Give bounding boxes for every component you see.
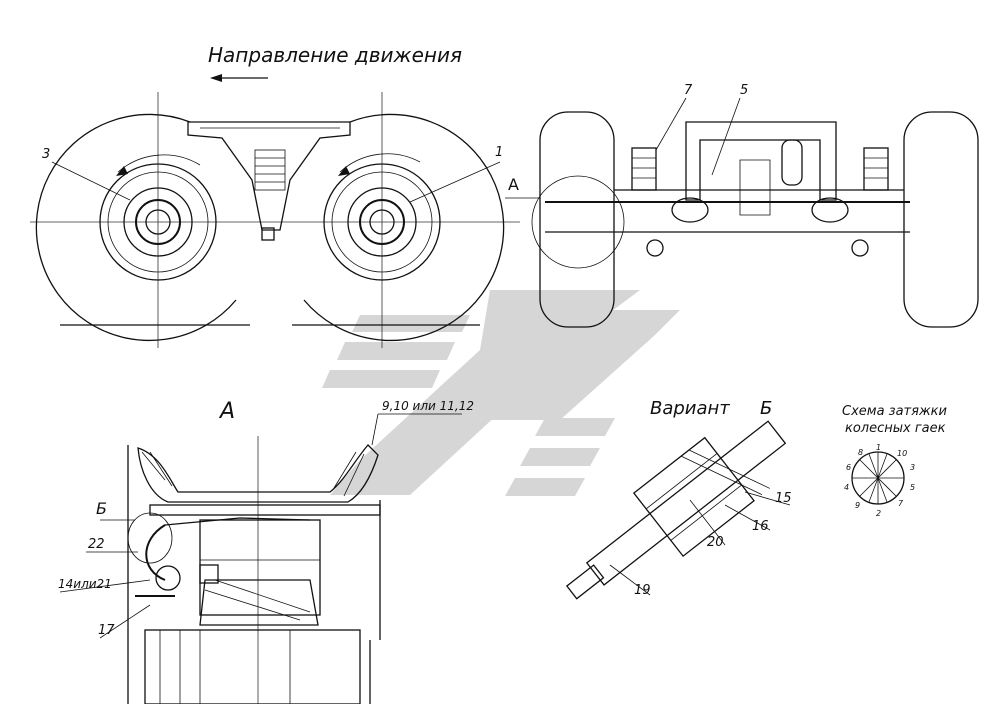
svg-text:20: 20 — [707, 535, 724, 550]
callout-22: 22 — [86, 537, 138, 553]
svg-text:Б: Б — [96, 499, 107, 518]
callout-5: 5 — [711, 83, 748, 176]
svg-text:колесных гаек: колесных гаек — [845, 421, 946, 436]
callout-20: 20 — [689, 499, 726, 550]
tightening-scheme: Схема затяжки колесных гаек 1 10 3 5 7 2… — [842, 404, 947, 518]
variant-title: Вариант — [650, 398, 730, 419]
svg-text:22: 22 — [88, 537, 105, 552]
svg-text:3: 3 — [910, 463, 915, 472]
svg-text:7: 7 — [898, 499, 904, 508]
svg-text:19: 19 — [634, 583, 651, 598]
callout-9-12: 9,10 или 11,12 — [371, 399, 474, 446]
svg-text:16: 16 — [752, 519, 769, 534]
svg-text:А: А — [508, 175, 519, 194]
svg-text:9,10 или 11,12: 9,10 или 11,12 — [382, 399, 474, 413]
callout-7: 7 — [655, 83, 693, 151]
callout-17: 17 — [98, 604, 151, 639]
callout-15: 15 — [744, 491, 792, 506]
svg-text:3: 3 — [42, 147, 50, 162]
variant-letter: Б — [760, 398, 772, 419]
section-b-marker: Б — [96, 499, 135, 521]
variant-b-detail: Вариант Б — [565, 398, 787, 600]
direction-arrow — [210, 74, 268, 82]
svg-text:4: 4 — [844, 483, 849, 492]
svg-text:8: 8 — [858, 448, 863, 457]
svg-text:1: 1 — [876, 443, 881, 452]
callout-16: 16 — [724, 504, 771, 534]
svg-text:5: 5 — [740, 83, 748, 98]
direction-title: Направление движения — [208, 43, 462, 67]
svg-text:6: 6 — [846, 463, 851, 472]
svg-text:17: 17 — [98, 623, 115, 638]
svg-text:1: 1 — [495, 145, 503, 160]
section-a-detail: А — [127, 399, 381, 704]
callout-14-21: 14или21 — [58, 577, 151, 593]
section-a-title: А — [218, 399, 235, 424]
view-a-marker: А — [505, 175, 540, 199]
svg-text:15: 15 — [775, 491, 792, 506]
svg-text:5: 5 — [910, 483, 915, 492]
svg-text:Схема затяжки: Схема затяжки — [842, 404, 947, 419]
svg-text:9: 9 — [855, 501, 860, 510]
svg-text:2: 2 — [876, 509, 881, 518]
svg-text:14или21: 14или21 — [58, 577, 112, 591]
watermark-logo — [322, 290, 680, 496]
rear-view-axle — [531, 111, 979, 328]
svg-text:10: 10 — [897, 449, 907, 458]
callout-1: 1 — [409, 145, 503, 203]
callout-3: 3 — [42, 147, 131, 201]
callout-19: 19 — [609, 564, 651, 598]
svg-text:7: 7 — [684, 83, 693, 98]
side-view-wheels — [30, 92, 520, 348]
